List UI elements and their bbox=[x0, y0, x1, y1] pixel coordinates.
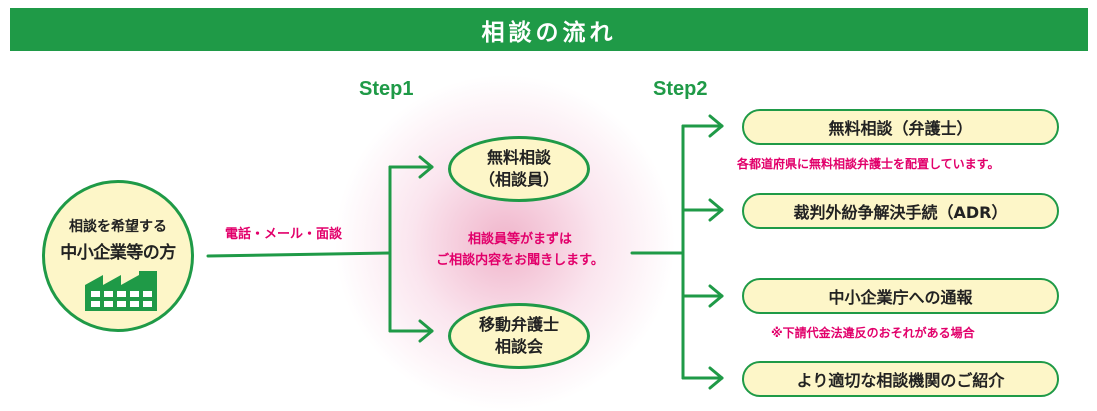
requester-circle: 相談を希望する 中小企業等の方 bbox=[42, 180, 194, 332]
arrow-head-adr bbox=[708, 198, 724, 222]
adr-label: 裁判外紛争解決手続（ADR） bbox=[793, 203, 1008, 222]
mobile-lawyer-line1: 移動弁護士 bbox=[478, 315, 559, 334]
sme-agency-report-pill: 中小企業庁への通報 bbox=[742, 278, 1059, 314]
mobile-lawyer-session-node: 移動弁護士 相談会 bbox=[448, 303, 590, 369]
step2-label: Step2 bbox=[653, 78, 708, 100]
sme-agency-report-note: ※下請代金法違反のおそれがある場合 bbox=[771, 326, 975, 340]
free-consultation-counselor-node: 無料相談 （相談員） bbox=[448, 136, 590, 202]
connector-requester-step1 bbox=[206, 251, 392, 258]
lawyer-consultation-note: 各都道府県に無料相談弁護士を配置しています。 bbox=[737, 157, 1000, 171]
factory-icon bbox=[85, 271, 157, 311]
step1-label: Step1 bbox=[359, 78, 414, 100]
contact-methods-label: 電話・メール・面談 bbox=[225, 227, 343, 242]
flow-title-banner: 相談の流れ bbox=[10, 8, 1088, 51]
arrow-head-agency bbox=[708, 284, 724, 308]
requester-line2: 中小企業等の方 bbox=[60, 243, 176, 263]
center-note-line1: 相談員等がまずは bbox=[467, 232, 572, 247]
mobile-lawyer-line2: 相談会 bbox=[494, 337, 543, 356]
arrow-head-mobile-lawyer bbox=[418, 319, 434, 343]
requester-line1: 相談を希望する bbox=[69, 219, 167, 235]
adr-pill: 裁判外紛争解決手続（ADR） bbox=[742, 193, 1059, 229]
free-consult-line2: （相談員） bbox=[478, 170, 559, 189]
lawyer-consultation-label: 無料相談（弁護士） bbox=[828, 119, 973, 138]
center-note: 相談員等がまずは ご相談内容をお聞きします。 bbox=[425, 229, 615, 271]
referral-pill: より適切な相談機関のご紹介 bbox=[742, 361, 1059, 397]
referral-label: より適切な相談機関のご紹介 bbox=[796, 371, 1005, 390]
arrow-head-lawyer bbox=[708, 114, 724, 138]
free-consult-line1: 無料相談 bbox=[486, 148, 551, 167]
arrow-head-free-consult bbox=[418, 155, 434, 179]
flow-title: 相談の流れ bbox=[481, 19, 617, 46]
arrow-head-referral bbox=[708, 366, 724, 390]
center-note-line2: ご相談内容をお聞きします。 bbox=[436, 253, 604, 268]
lawyer-consultation-pill: 無料相談（弁護士） bbox=[742, 109, 1059, 145]
sme-agency-report-label: 中小企業庁への通報 bbox=[828, 288, 973, 307]
